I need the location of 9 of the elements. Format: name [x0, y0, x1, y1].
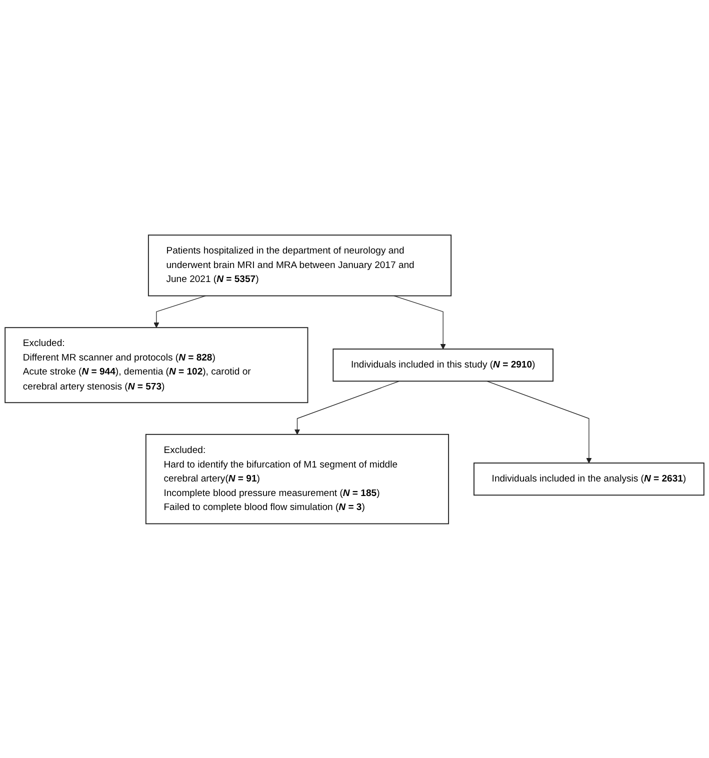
arrow — [394, 295, 446, 349]
arrow — [154, 295, 206, 328]
node-box: Individuals included in this study (N = 2910) — [332, 348, 554, 382]
arrow — [294, 380, 400, 434]
node-box: Individuals included in the analysis (N = 2631) — [474, 462, 704, 496]
node-box: Excluded: Hard to identify the bifurcation of M1 segment of middle cerebral artery(N = 91) Incomplete blood pressure measurement (N = 185) Failed to complete blood flow simulation (N = 3) — [145, 434, 450, 524]
node-box: Patients hospitalized in the department of neurology and underwent brain MRI and MRA between January 2017 and June 2021 (N = 5357) — [148, 234, 452, 296]
arrow — [486, 380, 592, 463]
node-box: Excluded: Different MR scanner and protocols (N = 828) Acute stroke (N = 944), dementia (N = 102), carotid or cerebral artery stenosis (N = 573) — [4, 326, 308, 403]
